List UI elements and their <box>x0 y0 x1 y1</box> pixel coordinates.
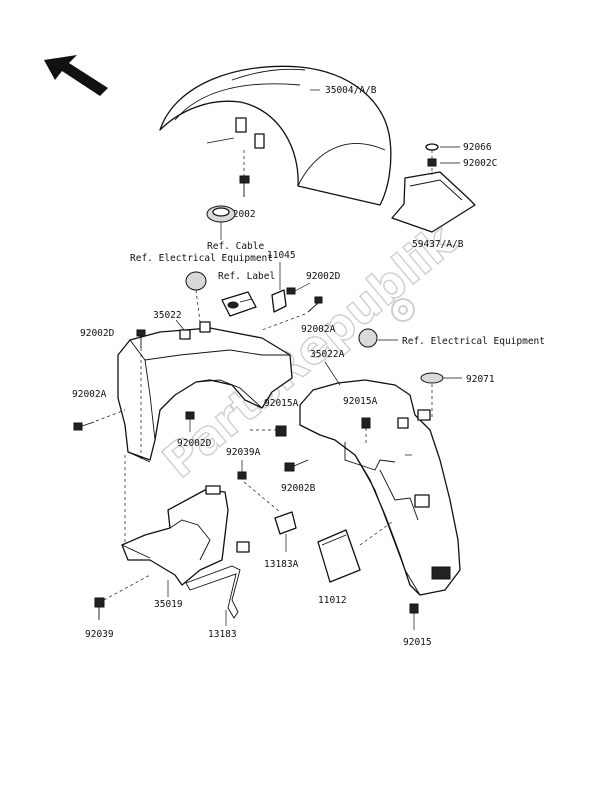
label-ref-label: Ref. Label <box>218 271 275 282</box>
label-35022a: 35022A <box>310 349 345 360</box>
label-92015: 92015 <box>403 637 432 648</box>
stay-13183 <box>185 565 241 626</box>
bolt-92002d-bottom <box>185 411 195 432</box>
label-59437: 59437/A/B <box>412 239 464 250</box>
bolt-92002d-left <box>136 329 146 460</box>
rear-fender-35022a <box>299 379 461 596</box>
clip-92015a-1 <box>250 425 287 437</box>
cable-grommet <box>206 205 236 240</box>
label-ref-electrical-equipment-2: Ref. Electrical Equipment <box>402 336 545 347</box>
label-92002a-mid: 92002A <box>301 324 336 335</box>
label-35004: 35004/A/B <box>325 85 377 96</box>
reflector-11012 <box>317 521 393 583</box>
bolt-92002 <box>239 150 250 197</box>
label-92002d-bottom: 92002D <box>177 438 212 449</box>
label-92039a: 92039A <box>226 447 261 458</box>
label-92039: 92039 <box>85 629 114 640</box>
label-92015a-2: 92015A <box>343 396 378 407</box>
label-ref-cable: Ref. Cable <box>207 241 264 252</box>
label-92002a-left: 92002A <box>72 389 107 400</box>
bolt-92002a-mid <box>261 296 323 331</box>
bolt-92002a-left <box>73 409 126 431</box>
inner-fender-35022 <box>117 321 293 463</box>
caution-label <box>221 291 257 317</box>
front-fender <box>159 65 392 206</box>
bolt-92002b <box>284 459 309 472</box>
watermark-gear-icon <box>391 298 415 322</box>
grommet-92071 <box>420 372 462 420</box>
label-35022: 35022 <box>153 310 182 321</box>
bolt-92015 <box>409 603 419 630</box>
label-92002b: 92002B <box>281 483 316 494</box>
cover-59437 <box>391 143 476 233</box>
label-92002d-left: 92002D <box>80 328 115 339</box>
label-35019: 35019 <box>154 599 183 610</box>
label-92002: 92002 <box>227 209 256 220</box>
grommet-upper-left <box>185 271 207 323</box>
label-92002c: 92002C <box>463 158 497 169</box>
clip-92015a-2 <box>361 417 371 445</box>
label-92015a-1: 92015A <box>264 398 299 409</box>
bolt-92039 <box>94 574 151 620</box>
bracket-11045 <box>271 262 311 313</box>
label-13183: 13183 <box>208 629 237 640</box>
label-11045: 11045 <box>267 250 296 261</box>
direction-arrow-icon <box>44 55 108 96</box>
flap-35019 <box>121 455 250 597</box>
grommet-upper-right <box>358 328 398 348</box>
label-92002d-top: 92002D <box>306 271 341 282</box>
bracket-13183a <box>243 481 297 552</box>
label-13183a: 13183A <box>264 559 299 570</box>
label-ref-electrical-equipment-1: Ref. Electrical Equipment <box>130 253 273 264</box>
grommet-92039a <box>237 460 247 480</box>
label-92071: 92071 <box>466 374 495 385</box>
label-11012: 11012 <box>318 595 347 606</box>
label-92066: 92066 <box>463 142 492 153</box>
